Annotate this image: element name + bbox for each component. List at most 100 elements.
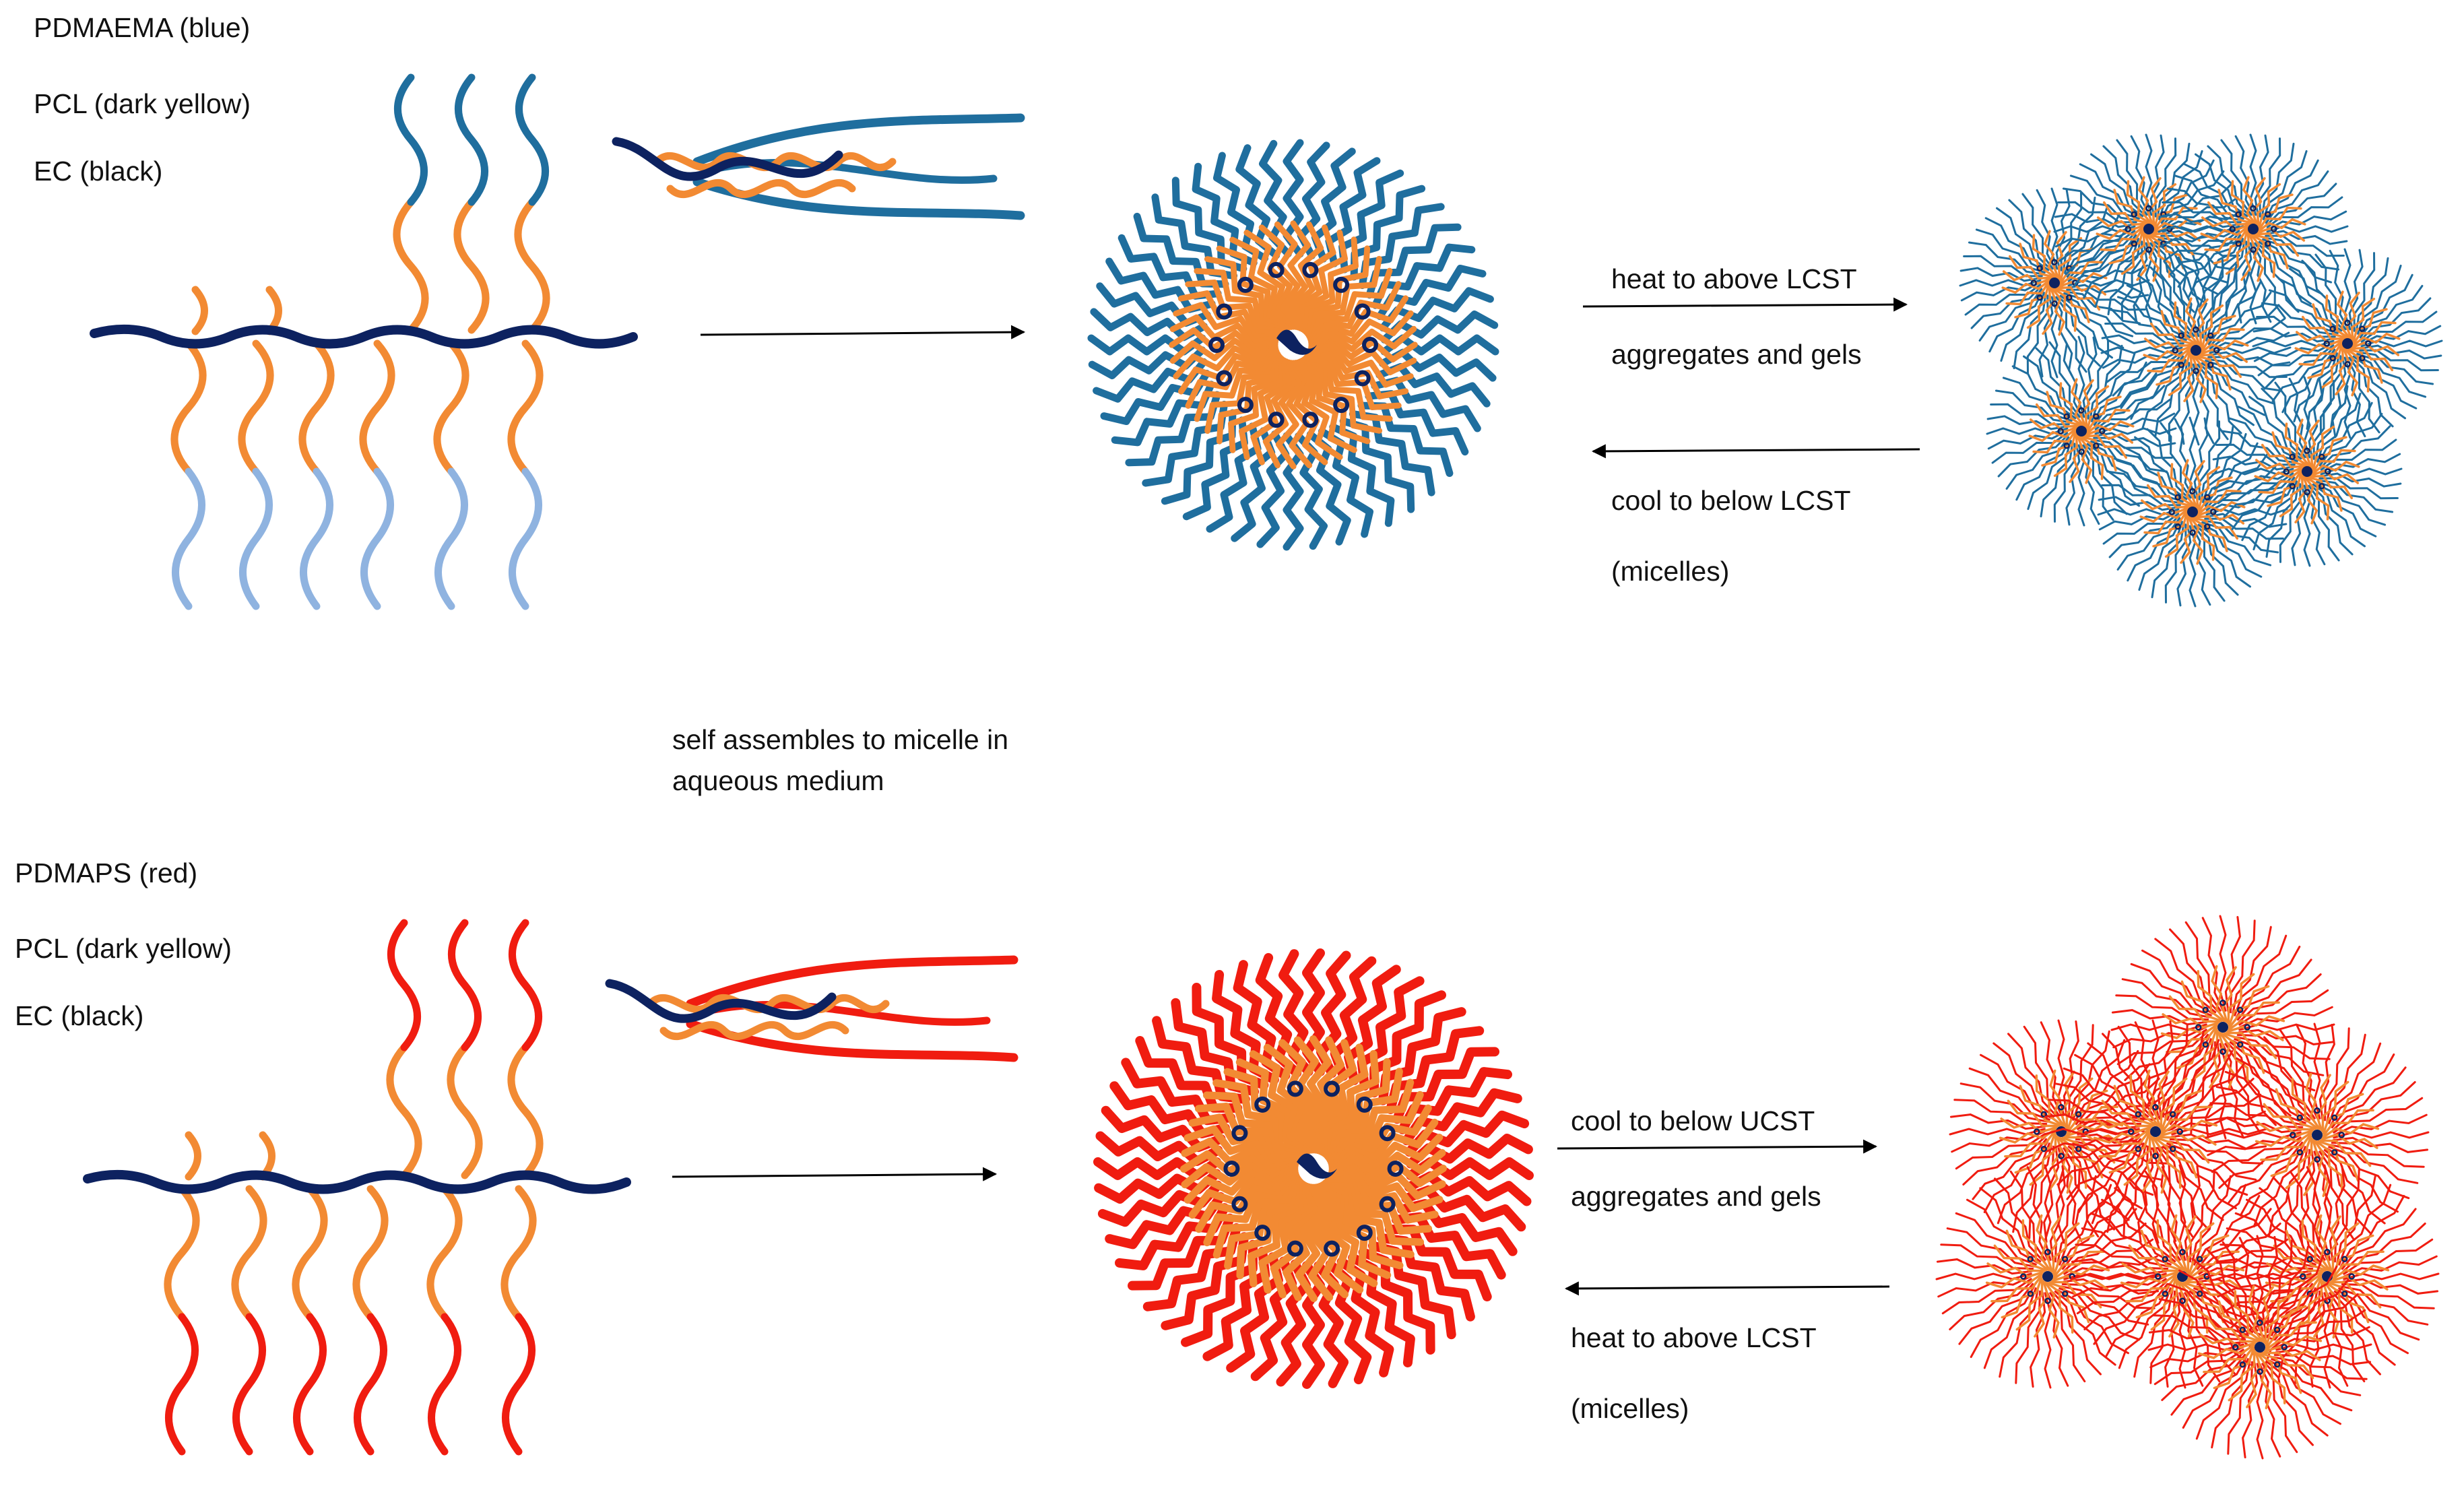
core-pcl-chain: [1328, 1118, 1439, 1175]
core-pcl-chain: [2306, 476, 2343, 512]
corona-chain: [2107, 239, 2141, 316]
core-pcl-chain: [2352, 308, 2388, 344]
core-pcl-chain: [1322, 1173, 1439, 1224]
core-ec-loop: [2325, 468, 2331, 475]
pcl-graft: [359, 339, 395, 476]
core-pcl-chain: [2197, 476, 2233, 513]
core-ec-loop: [1356, 1225, 1373, 1241]
corona-chain: [2205, 513, 2288, 528]
corona-chain: [2197, 255, 2212, 338]
corona-chain: [2147, 242, 2168, 323]
corona-chain: [2224, 915, 2241, 1012]
core-pcl-chain: [1263, 1043, 1320, 1154]
core-pcl-chain: [2094, 1117, 2152, 1134]
core-pcl-chain: [2332, 1264, 2390, 1280]
bottom-reverse-result: (micelles): [1571, 1393, 1689, 1424]
core-pcl-chain: [2263, 1345, 2321, 1361]
corona-chain: [2275, 1349, 2372, 1365]
core-pcl-chain: [1212, 1169, 1299, 1259]
core-pcl-chain: [1304, 341, 1417, 376]
corona-chain: [2158, 213, 2241, 228]
corona-chain: [2180, 362, 2195, 445]
corona-chain: [2275, 1326, 2370, 1349]
core-pcl-chain: [2135, 1276, 2178, 1319]
corona-chain: [2195, 525, 2239, 596]
core-pcl-chain: [2079, 379, 2094, 428]
core-ec-loop: [2296, 1114, 2304, 1122]
core-pcl-chain: [2331, 1222, 2360, 1274]
core-pcl-chain: [2187, 1234, 2230, 1276]
core-ec-loop: [2359, 325, 2366, 332]
core-pcl-chain: [2254, 467, 2304, 483]
core-ec-loop: [2236, 1006, 2244, 1014]
core-pcl-chain: [2029, 418, 2079, 434]
core-pcl-chain: [1327, 1148, 1446, 1179]
core-pcl-chain: [2180, 515, 2195, 564]
core-pcl-chain: [2273, 1244, 2325, 1272]
core-pcl-chain: [1295, 224, 1336, 335]
core-pcl-chain: [2343, 347, 2359, 397]
corona-chain: [2195, 1195, 2261, 1268]
core-ec-loop: [2281, 1344, 2288, 1351]
corona-chain: [2256, 242, 2300, 313]
core-pcl-chain: [2250, 176, 2266, 226]
core-pcl-chain: [2203, 1345, 2255, 1373]
core-pcl-chain: [1328, 1068, 1403, 1166]
core-ec-loop: [2323, 340, 2330, 347]
core-pcl-chain: [2170, 1214, 2186, 1272]
corona-chain: [2168, 1050, 2234, 1123]
core-ec-loop: [2019, 1273, 2027, 1280]
corona-chain: [2320, 425, 2391, 469]
core-pcl-chain: [2197, 970, 2225, 1023]
outer-block-graft: [165, 1313, 199, 1456]
core-ec-center: [2187, 507, 2198, 517]
corona-chain: [2177, 256, 2198, 337]
core-ec-loop: [2289, 1132, 2296, 1138]
core-pcl-chain: [1185, 342, 1278, 409]
core-pcl-chain: [1258, 1177, 1309, 1294]
corona-chain: [2321, 1150, 2371, 1234]
core-ec-loop: [2299, 1273, 2306, 1280]
corona-chain: [2169, 928, 2219, 1012]
corona-chain: [2207, 280, 2262, 344]
core-ec-loop: [1208, 337, 1225, 353]
corona-chain: [2149, 1346, 2244, 1369]
corona-chain: [2176, 524, 2192, 607]
core-pcl-chain: [2052, 1222, 2080, 1274]
pdmaps-aggregate-gel: [1935, 915, 2440, 1460]
core-ec-center: [2150, 1126, 2161, 1137]
core-ec-loop: [2063, 413, 2070, 420]
core-pcl-chain: [2146, 176, 2162, 226]
core-ec-loop: [1333, 397, 1350, 414]
core-pcl-chain: [2079, 435, 2104, 480]
core-pcl-chain: [1297, 358, 1393, 422]
core-pcl-chain: [2322, 1109, 2374, 1137]
corona-chain: [2049, 1165, 2066, 1262]
core-pcl-chain: [2213, 1347, 2255, 1390]
core-ec-loop: [2040, 1145, 2048, 1153]
core-pcl-chain: [1274, 221, 1303, 331]
corona-chain: [2134, 1021, 2157, 1116]
corona-chain: [2252, 327, 2335, 343]
core-pcl-chain: [2048, 1281, 2090, 1324]
core-pcl-chain: [2084, 428, 2134, 444]
core-ec-loop: [2283, 468, 2290, 475]
core-ec-loop: [2174, 494, 2181, 500]
corona-chain: [2206, 358, 2283, 392]
core-pcl-chain: [2126, 180, 2151, 225]
core-pcl-chain: [2311, 436, 2347, 472]
corona-chain: [2305, 484, 2326, 566]
pcl-graft: [238, 339, 274, 476]
corona-chain: [2264, 159, 2319, 222]
core-pcl-chain: [2200, 315, 2236, 351]
corona-chain: [2191, 525, 2211, 606]
corona-chain: [2329, 1165, 2345, 1262]
core-pcl-chain: [2298, 341, 2343, 366]
corona-chain: [2183, 163, 2246, 218]
core-pcl-chain: [2225, 230, 2250, 275]
corona-chain: [2178, 1269, 2251, 1335]
corona-chain: [2149, 266, 2193, 337]
corona-chain: [2083, 1280, 2168, 1330]
pdmaps-graft-copolymer: [83, 919, 631, 1456]
outer-block-strand: [692, 113, 1025, 166]
